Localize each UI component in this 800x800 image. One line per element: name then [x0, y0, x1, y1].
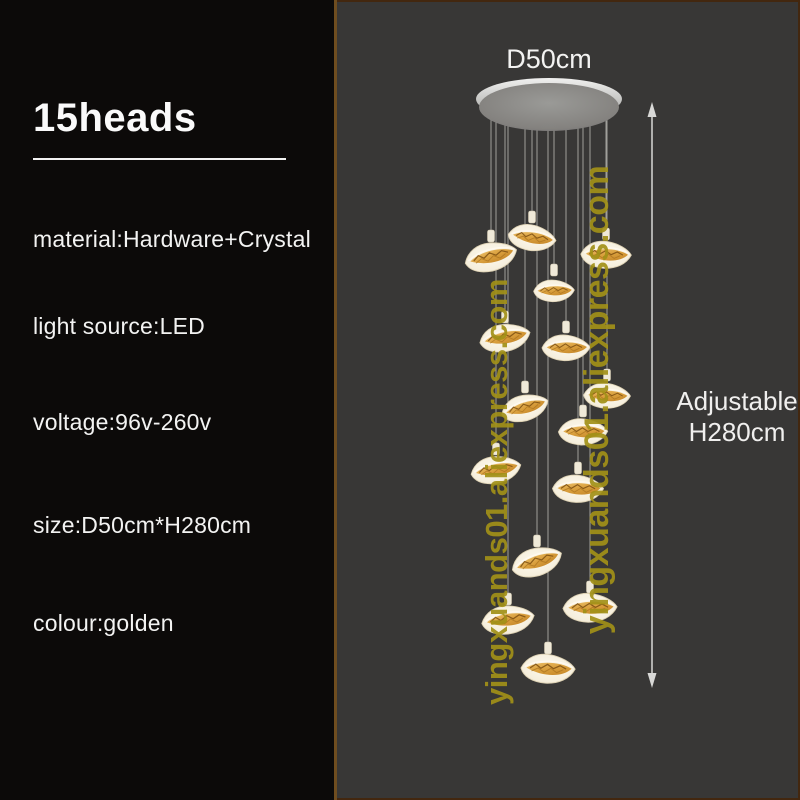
pendant-lamp — [498, 380, 552, 427]
pendant-lamp — [550, 461, 606, 506]
pendant-lamp — [477, 310, 533, 356]
pendant-lamp — [480, 592, 536, 637]
pendant-lamp — [518, 641, 578, 687]
pendant-lamp — [461, 229, 521, 277]
height-label-line2: H280cm — [688, 416, 786, 447]
pendant-lamps — [461, 210, 634, 687]
spec-size: size:D50cm*H280cm — [33, 512, 252, 538]
spec-material: material:Hardware+Crystal — [33, 226, 311, 252]
pendant-lamp — [540, 320, 592, 364]
pendant-lamp — [468, 442, 524, 487]
spec-voltage: voltage:96v-260v — [33, 409, 212, 435]
pendant-lamp — [556, 404, 610, 448]
ceiling-canopy — [476, 78, 622, 131]
pendant-lamp — [532, 263, 576, 304]
pendant-lamp — [561, 580, 619, 625]
title-underline — [33, 158, 286, 160]
panel-divider-accent — [334, 0, 337, 800]
pendant-lamp — [578, 227, 634, 272]
diameter-dimension-label: D50cm — [506, 44, 592, 74]
pendant-lamp — [507, 534, 567, 583]
height-dimension-arrow — [647, 102, 657, 688]
spec-light-source: light source:LED — [33, 313, 205, 339]
spec-colour: colour:golden — [33, 610, 174, 636]
product-title: 15heads — [33, 96, 197, 140]
pendant-lamp — [581, 368, 633, 412]
height-label-line1: Adjustable — [676, 386, 798, 416]
spec-panel: 15heads material:Hardware+Crystal light … — [0, 0, 335, 800]
height-dimension-label: Adjustable H280cm — [657, 386, 800, 447]
pendant-lamp — [505, 210, 559, 257]
